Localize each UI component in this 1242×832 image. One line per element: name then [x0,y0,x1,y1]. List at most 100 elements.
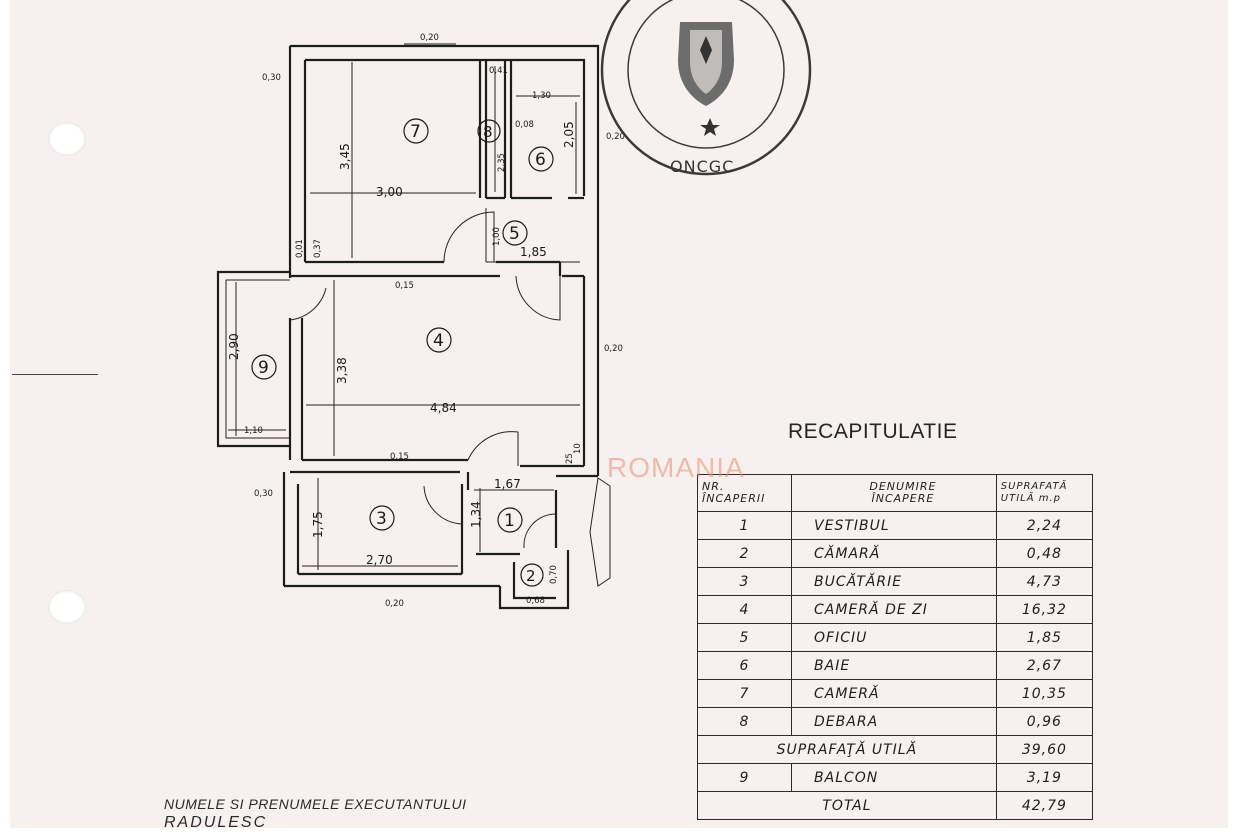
table-row: 8 DEBARA 0,96 [696,707,1094,736]
dim-r6-height: 2,05 [562,121,576,148]
row-nr: 6 [696,651,793,680]
room-2-number: 2 [526,567,536,585]
dim-wall-025: 25 [565,453,575,464]
subtotal-area: 39,60 [995,735,1094,764]
row-name: CAMERĂ DE ZI [791,595,997,624]
row-nr: 7 [696,679,793,708]
dim-020-right: 0,20 [606,132,625,142]
dim-r2-height: 0,70 [549,565,559,584]
row-area: 4,73 [995,567,1094,596]
row-area: 0,96 [995,707,1094,736]
row-area: 1,85 [995,623,1094,652]
watermark-text: ROMANIA [607,452,745,483]
row-name: CĂMARĂ [791,539,997,568]
room-1-number: 1 [504,511,515,531]
row-name: VESTIBUL [791,511,997,540]
total-row: TOTAL 42,79 [697,791,1094,820]
dim-bottom-wall: 0,20 [385,599,404,609]
dim-r7-height: 3,45 [338,143,352,170]
dim-wall-001: 0,01 [295,239,305,258]
dim-left-wall-bottom: 0,30 [254,489,273,499]
room-6-number: 6 [535,150,546,170]
table-row: 2 CĂMARĂ 0,48 [696,539,1094,568]
dim-041: 0,41 [489,66,508,76]
executant-label: NUMELE SI PRENUMELE EXECUTANTULUI [164,796,467,812]
row-area: 16,32 [995,595,1094,624]
table-row: 7 CAMERĂ 10,35 [696,679,1094,708]
header-name: DENUMIRE ÎNCAPERE [791,474,997,512]
balcony-name: BALCON [791,763,997,792]
room-9-circle [251,354,277,380]
recap-table: NR. ÎNCAPERII DENUMIRE ÎNCAPERE SUPRAFAT… [696,474,1094,820]
official-stamp: ONCGC [600,0,812,176]
room-7-circle [403,118,429,144]
door-swings [289,211,561,549]
punch-hole-top [48,122,86,156]
table-row: 1 VESTIBUL 2,24 [696,511,1094,540]
row-nr: 4 [696,595,793,624]
room-2-circle [520,563,544,587]
dim-r5-height: 1,00 [492,227,502,246]
room-8-number: 8 [483,123,493,141]
dim-r4-height: 3,38 [335,357,349,384]
row-name: BAIE [791,651,997,680]
dim-wall-015-a: 0,15 [395,281,414,291]
table-row: 4 CAMERĂ DE ZI 16,32 [696,595,1094,624]
balcony-row: 9 BALCON 3,19 [696,763,1094,792]
dim-wall-015-b: 0,15 [390,452,409,462]
executant-name: RADULESC [164,814,268,831]
dim-r4-width: 4,84 [430,401,457,415]
total-area: 42,79 [995,791,1094,820]
row-nr: 1 [696,511,793,540]
row-name: BUCĂTĂRIE [791,567,997,596]
dim-130: 1,30 [532,91,551,101]
row-name: CAMERĂ [791,679,997,708]
total-label: TOTAL [697,791,997,820]
dim-wall-010: 10 [573,443,583,454]
balcony-area: 3,19 [995,763,1094,792]
star-icon [700,118,720,136]
room-6-circle [528,146,554,172]
dim-r9-width: 1,10 [244,426,263,436]
subtotal-label: SUPRAFAŢĂ UTILĂ [697,735,997,764]
subtotal-row: SUPRAFAŢĂ UTILĂ 39,60 [697,735,1094,764]
table-row: 5 OFICIU 1,85 [696,623,1094,652]
dimension-labels: 0,20 0,30 0,41 1,30 0,08 0,20 3,45 3,00 … [227,33,625,609]
room-labels: 7 8 6 5 4 9 3 1 2 [251,118,554,587]
stamp-bottom-text: ONCGC [670,157,734,176]
row-name: OFICIU [791,623,997,652]
dim-r5-width: 1,85 [520,245,547,259]
row-name: DEBARA [791,707,997,736]
room-3-number: 3 [376,509,387,529]
room-9-number: 9 [258,358,269,378]
dim-right-wall-mid: 0,20 [604,344,623,354]
dim-r3-height: 1,75 [311,511,325,538]
dim-r1-width: 1,67 [494,477,521,491]
punch-hole-bottom [48,590,86,624]
room-1-circle [497,507,523,533]
table-row: 6 BAIE 2,67 [696,651,1094,680]
dim-wall-037: 0,37 [313,239,323,258]
room-8-circle [477,119,501,143]
walls [216,44,600,610]
coat-of-arms-icon [678,22,734,106]
entrance-arrow-icon [589,477,611,587]
dim-r9-height: 2,90 [227,333,241,360]
room-7-number: 7 [410,122,421,142]
recap-title: RECAPITULATIE [788,420,958,443]
dim-top-wall: 0,20 [420,33,439,43]
room-4-number: 4 [433,331,444,351]
dim-r2-width: 0,68 [526,596,545,606]
row-nr: 3 [696,567,793,596]
dim-r1-height: 1,34 [469,501,483,528]
room-5-circle [502,220,528,246]
dim-008: 0,08 [515,120,534,130]
row-nr: 5 [696,623,793,652]
row-area: 0,48 [995,539,1094,568]
room-4-circle [426,327,452,353]
row-nr: 8 [696,707,793,736]
dim-r7-width: 3,00 [376,185,403,199]
table-row: 3 BUCĂTĂRIE 4,73 [696,567,1094,596]
row-area: 2,24 [995,511,1094,540]
